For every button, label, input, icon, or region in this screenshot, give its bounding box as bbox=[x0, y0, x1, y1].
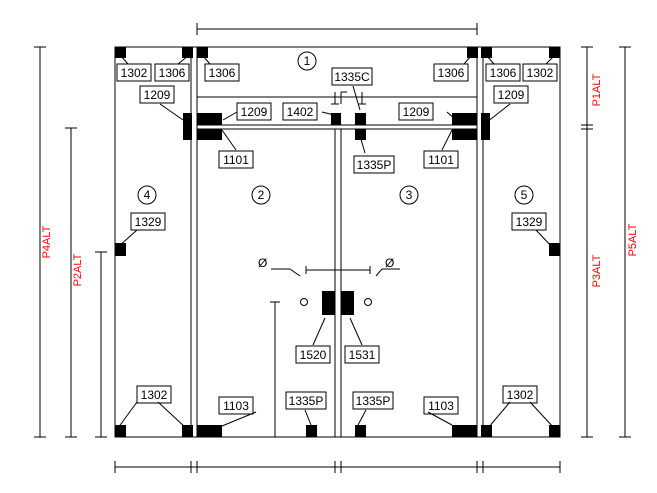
label-1209-transom-left: 1209 bbox=[241, 105, 268, 119]
label-1103-left: 1103 bbox=[223, 399, 249, 413]
dim-label-p4alt: P4ALT bbox=[41, 225, 53, 258]
lock-1520 bbox=[322, 291, 335, 315]
panel-4-circle bbox=[137, 185, 157, 205]
clamp-left-1209 bbox=[183, 113, 192, 140]
dim-label-p3alt: P3ALT bbox=[591, 254, 603, 287]
label-1335c: 1335C bbox=[334, 70, 370, 84]
label-1209-left: 1209 bbox=[144, 88, 171, 102]
diameter-symbol-right: Ø bbox=[385, 256, 394, 270]
rail-left-bottom bbox=[197, 129, 222, 140]
label-1306-top-left: 1306 bbox=[159, 66, 186, 80]
label-1329-right: 1329 bbox=[516, 215, 543, 229]
panel-5-number: 5 bbox=[521, 188, 528, 202]
clamp-right-1209 bbox=[481, 113, 490, 140]
dim-label-p5alt: P5ALT bbox=[627, 223, 639, 256]
label-1531: 1531 bbox=[349, 348, 376, 362]
label-1209-right: 1209 bbox=[498, 88, 525, 102]
frame-outlines bbox=[114, 46, 561, 438]
panel-4-number: 4 bbox=[144, 188, 151, 202]
leader-lines bbox=[117, 55, 555, 429]
pivot-top-1335p bbox=[355, 129, 366, 140]
label-1209-transom-right: 1209 bbox=[403, 105, 430, 119]
label-1335p-bottom-right: 1335P bbox=[356, 394, 391, 408]
dim-label-p2alt: P2ALT bbox=[72, 253, 84, 286]
pivot-1402 bbox=[331, 113, 341, 125]
label-1402: 1402 bbox=[287, 105, 314, 119]
closer-1335c bbox=[355, 113, 366, 125]
patch-top-right bbox=[549, 47, 560, 58]
rail-right-top bbox=[452, 113, 477, 125]
rail-right-bottom bbox=[452, 129, 477, 140]
label-1101-right: 1101 bbox=[428, 153, 454, 167]
panel-2-circle bbox=[251, 185, 271, 205]
patch-top-door-left bbox=[197, 47, 208, 58]
label-1335p-top: 1335P bbox=[357, 158, 392, 172]
label-1520: 1520 bbox=[300, 348, 327, 362]
panel-3-circle bbox=[399, 185, 419, 205]
panel-1-number: 1 bbox=[304, 54, 311, 68]
dim-label-p1alt: P1ALT bbox=[591, 73, 603, 106]
panel-5-circle bbox=[514, 185, 534, 205]
patch-top-left-inner bbox=[182, 47, 193, 58]
panel-3-number: 3 bbox=[406, 188, 413, 202]
hardware-blocks bbox=[115, 47, 560, 437]
patch-bottom-left bbox=[115, 425, 126, 437]
panel-2-number: 2 bbox=[258, 188, 265, 202]
rail-bottom-right bbox=[452, 425, 477, 437]
patch-top-right-inner bbox=[481, 47, 492, 58]
label-1306-door-right: 1306 bbox=[438, 66, 465, 80]
label-1302-top-left: 1302 bbox=[121, 66, 148, 80]
patch-bottom-left-inner bbox=[182, 425, 193, 437]
patch-top-left bbox=[115, 47, 126, 58]
part-labels: 1302 1306 1306 1306 1306 1302 1335C 1209… bbox=[116, 63, 558, 415]
label-1302-bottom-right: 1302 bbox=[507, 388, 534, 402]
lock-1531 bbox=[341, 291, 354, 315]
clamp-right-1329 bbox=[549, 243, 560, 256]
dimension-lines bbox=[34, 23, 631, 473]
rail-left-top bbox=[197, 113, 222, 125]
patch-bottom-right-inner bbox=[481, 425, 492, 437]
label-1329-left: 1329 bbox=[135, 215, 162, 229]
patch-bottom-right bbox=[549, 425, 560, 437]
label-1302-top-right: 1302 bbox=[527, 66, 554, 80]
knob-left-circle bbox=[300, 298, 308, 306]
patch-top-door-right bbox=[467, 47, 478, 58]
diameter-symbol-left: Ø bbox=[258, 256, 267, 270]
label-1302-bottom-left: 1302 bbox=[141, 388, 168, 402]
label-1306-door-left: 1306 bbox=[209, 66, 236, 80]
pivot-bottom-right bbox=[355, 425, 366, 437]
label-1335p-bottom-left: 1335P bbox=[289, 394, 324, 408]
rail-bottom-left bbox=[197, 425, 222, 437]
panel-1-circle bbox=[297, 51, 317, 71]
label-1101-left: 1101 bbox=[223, 153, 249, 167]
pivot-bottom-left bbox=[306, 425, 317, 437]
label-1306-top-right: 1306 bbox=[490, 66, 517, 80]
knob-right-circle bbox=[364, 298, 372, 306]
label-1103-right: 1103 bbox=[428, 399, 454, 413]
clamp-left-1329 bbox=[115, 243, 126, 256]
